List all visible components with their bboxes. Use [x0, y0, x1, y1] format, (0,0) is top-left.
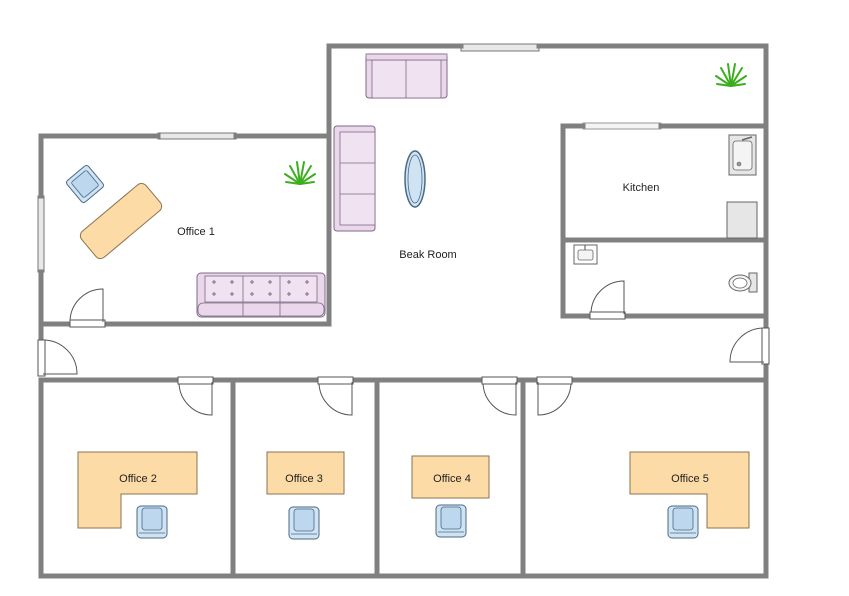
window-break-room-top: [460, 43, 540, 52]
walls: [38, 43, 769, 579]
window-kitchen-top: [582, 122, 662, 130]
kitchen-fixtures: [573, 134, 758, 293]
office5-chair: [667, 505, 699, 539]
office1-desk: [79, 182, 163, 260]
window-office1-left: [37, 195, 45, 273]
office1-furniture: [66, 161, 326, 318]
break-room-mirror: [404, 150, 426, 208]
label-office2: Office 2: [119, 473, 157, 485]
doors: [37, 280, 770, 416]
break-room-plant-icon: [715, 63, 747, 87]
label-office1: Office 1: [177, 226, 215, 238]
door-east-entry: [729, 327, 770, 365]
window-office1-top: [157, 132, 237, 140]
door-office3: [317, 376, 354, 416]
office2-furniture: [77, 451, 198, 539]
door-west-entry: [37, 339, 78, 377]
door-office5: [536, 376, 573, 416]
label-office4: Office 4: [433, 473, 471, 485]
office2-chair: [136, 505, 168, 539]
door-bathroom: [589, 280, 626, 320]
label-kitchen: Kitchen: [623, 182, 660, 194]
label-office5: Office 5: [671, 473, 709, 485]
office4-desk: [411, 455, 490, 499]
door-office4: [481, 376, 518, 416]
office5-furniture: [629, 451, 750, 539]
office1-chair: [66, 165, 104, 203]
door-office2: [177, 376, 214, 416]
office3-desk: [266, 451, 345, 495]
office1-sofa: [196, 272, 326, 318]
office4-chair: [435, 504, 467, 538]
break-room-sofa-top: [365, 53, 448, 99]
break-room-sofa-side: [333, 125, 376, 232]
office2-desk: [77, 451, 198, 529]
room-labels: Office 1 Beak Room Kitchen Office 2 Offi…: [119, 182, 709, 485]
office1-plant-icon: [284, 161, 316, 185]
office3-chair: [288, 506, 320, 540]
toilet-icon: [728, 272, 758, 293]
door-office1: [69, 288, 106, 328]
office4-furniture: [411, 455, 490, 538]
break-room-furniture: [333, 53, 747, 232]
bathroom-sink-icon: [573, 244, 598, 265]
office3-furniture: [266, 451, 345, 540]
office5-desk: [629, 451, 750, 529]
kitchen-stove: [726, 201, 758, 239]
label-break-room: Beak Room: [399, 249, 456, 261]
kitchen-sink-icon: [728, 134, 757, 176]
label-office3: Office 3: [285, 473, 323, 485]
